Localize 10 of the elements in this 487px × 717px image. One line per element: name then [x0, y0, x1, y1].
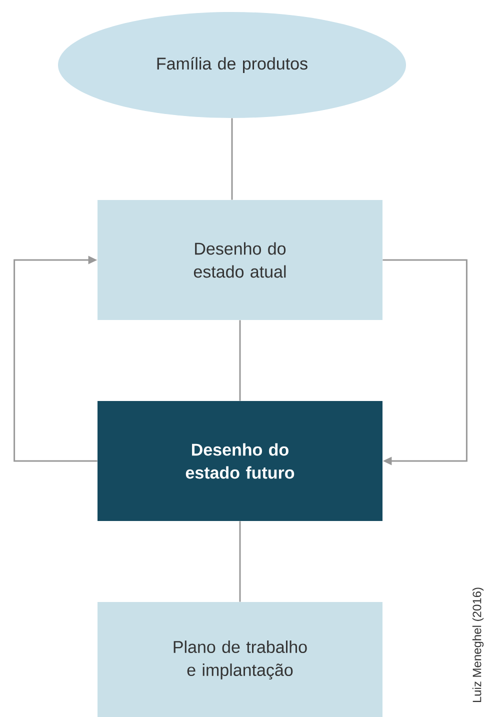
connector-line	[239, 521, 241, 602]
arrow	[382, 259, 468, 466]
process-box: Desenho do estado atual	[98, 200, 382, 320]
arrow	[14, 256, 98, 462]
connector-line	[239, 320, 241, 401]
process-box: Desenho do estado futuro	[98, 401, 382, 521]
process-box: Plano de trabalho e implantação	[98, 602, 382, 717]
ellipse-node: Família de produtos	[58, 12, 406, 118]
credit-text: Luiz Meneghel (2016)	[472, 588, 484, 702]
connector-line	[231, 118, 233, 200]
